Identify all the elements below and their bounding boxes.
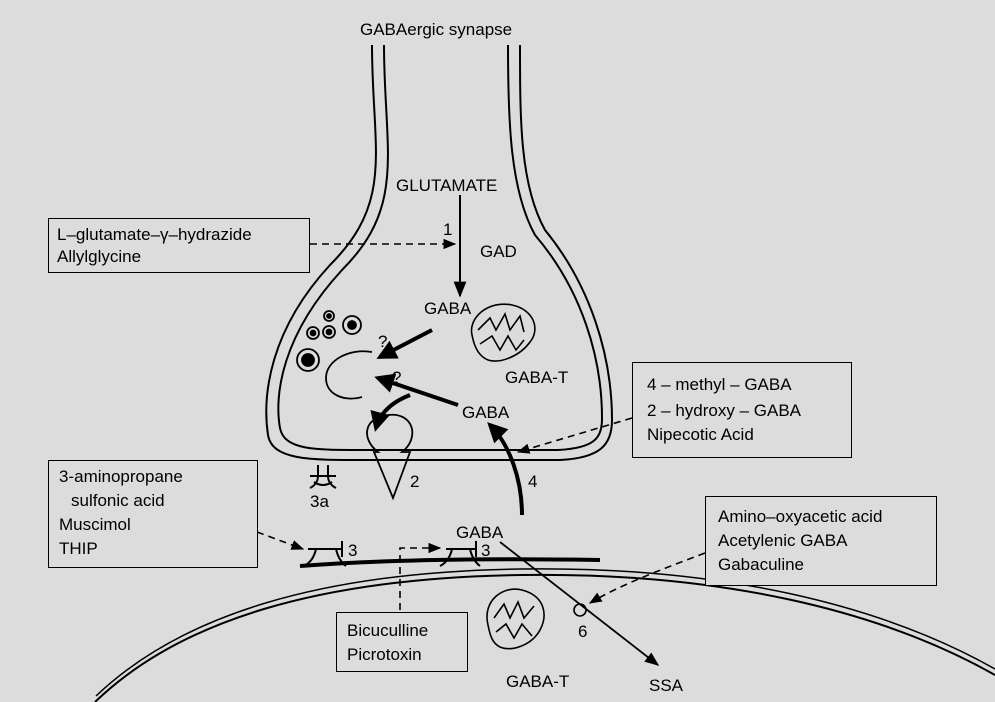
receptors bbox=[303, 465, 481, 567]
question-label-1: ? bbox=[378, 332, 388, 351]
ssa-label: SSA bbox=[649, 676, 684, 695]
box-line: 2 – hydroxy – GABA bbox=[647, 401, 802, 420]
synaptic-vesicles bbox=[296, 310, 362, 372]
gad-label: GAD bbox=[480, 242, 517, 261]
postsynaptic-membrane bbox=[94, 557, 995, 702]
diagram-title: GABAergic synapse bbox=[360, 20, 513, 39]
step-6-label: 6 bbox=[578, 622, 588, 641]
gaba-t-presynaptic-label: GABA-T bbox=[505, 368, 569, 387]
box-line: 4 – methyl – GABA bbox=[647, 375, 792, 394]
mitochondrion-presynaptic bbox=[470, 303, 536, 362]
box-line: Bicuculline bbox=[347, 621, 429, 640]
glutamate-label: GLUTAMATE bbox=[396, 176, 498, 195]
antagonists-box: Bicuculline Picrotoxin bbox=[336, 612, 468, 672]
box-line: sulfonic acid bbox=[71, 491, 165, 510]
step-3-left-label: 3 bbox=[348, 541, 358, 560]
inhibitor-arrows bbox=[256, 238, 706, 610]
pathway-arrows bbox=[370, 195, 660, 666]
gaba-t-postsynaptic-label: GABA-T bbox=[506, 672, 570, 691]
gad-inhibitors-box: L–glutamate–γ–hydrazide Allylglycine bbox=[48, 218, 310, 273]
step-3-right-label: 3 bbox=[481, 541, 491, 560]
gaba-mid-label: GABA bbox=[462, 403, 510, 422]
agonists-box: 3-aminopropane sulfonic acid Muscimol TH… bbox=[48, 460, 258, 568]
box-line: THIP bbox=[59, 539, 98, 558]
gaba-top-label: GABA bbox=[424, 299, 472, 318]
box-line: Nipecotic Acid bbox=[647, 425, 754, 444]
box-line: L–glutamate–γ–hydrazide bbox=[57, 225, 252, 244]
box-line: Picrotoxin bbox=[347, 645, 422, 664]
question-label-2: ? bbox=[392, 368, 402, 387]
transaminase-inhibitors-box: Amino–oxyacetic acid Acetylenic GABA Gab… bbox=[705, 496, 937, 586]
gaba-cleft-label: GABA bbox=[456, 523, 504, 542]
large-vesicle bbox=[325, 350, 373, 400]
box-line: Gabaculine bbox=[718, 555, 805, 574]
step-2-label: 2 bbox=[410, 472, 420, 491]
uptake-inhibitors-box: 4 – methyl – GABA 2 – hydroxy – GABA Nip… bbox=[632, 362, 852, 458]
box-line: 3-aminopropane bbox=[59, 467, 183, 486]
presynaptic-terminal bbox=[265, 44, 614, 461]
box-line: Allylglycine bbox=[57, 247, 142, 266]
mitochondrion-postsynaptic bbox=[486, 588, 545, 650]
enzyme-site-6 bbox=[573, 603, 587, 617]
box-line: Muscimol bbox=[59, 515, 131, 534]
box-line: Amino–oxyacetic acid bbox=[718, 507, 883, 526]
box-line: Acetylenic GABA bbox=[718, 531, 848, 550]
step-3a-label: 3a bbox=[310, 492, 329, 511]
step-4-label: 4 bbox=[528, 472, 538, 491]
step-1-label: 1 bbox=[443, 220, 453, 239]
exocytosis-vesicle bbox=[366, 414, 414, 501]
